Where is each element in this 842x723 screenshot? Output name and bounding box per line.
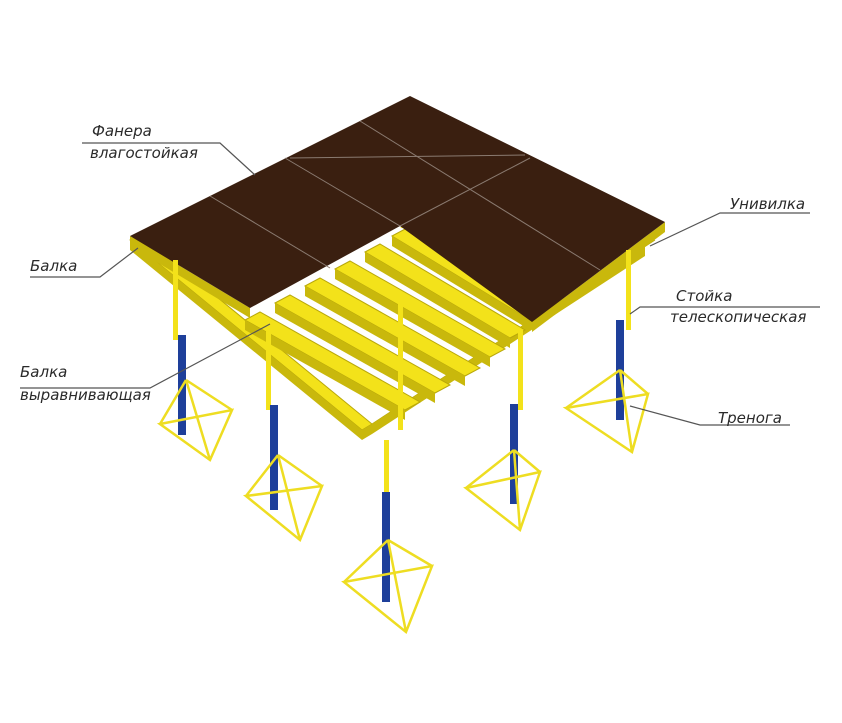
- leader-leveling-beam: [20, 323, 271, 389]
- beam: [245, 320, 405, 420]
- tripod: [463, 449, 542, 533]
- label-prop-line2: телескопическая: [670, 308, 807, 326]
- plywood-deck: [130, 96, 665, 332]
- tripod: [242, 453, 324, 543]
- leader-beam: [30, 247, 139, 278]
- telescopic-prop: [382, 440, 390, 602]
- beam: [305, 286, 465, 386]
- beam: [392, 236, 530, 330]
- tripod: [156, 378, 235, 462]
- tripods: [156, 368, 650, 635]
- leveling-beam: [130, 240, 362, 440]
- label-beam: Балка: [30, 257, 78, 275]
- label-leveling-beam-line1: Балка: [20, 363, 68, 381]
- leader-lines: [20, 142, 820, 426]
- beam: [365, 252, 510, 348]
- leader-prop: [629, 306, 820, 315]
- leader-fork-head: [649, 212, 810, 247]
- label-prop-line1: Стойка: [676, 287, 733, 305]
- telescopic-prop: [266, 330, 278, 510]
- plywood-seam: [289, 154, 526, 159]
- plywood-side-left: [130, 236, 250, 318]
- beam: [275, 303, 435, 403]
- label-leveling-beam-line2: выравнивающая: [20, 386, 151, 404]
- beam: [333, 260, 507, 358]
- leader-tripod: [629, 405, 790, 426]
- plywood-sheets: [130, 96, 665, 322]
- label-fork-head: Унивилка: [730, 195, 806, 213]
- plywood-seam: [359, 120, 601, 271]
- beam: [335, 269, 490, 367]
- plywood-side-right: [532, 222, 665, 332]
- plywood-seam: [399, 157, 531, 227]
- leader-plywood: [82, 142, 256, 176]
- telescopic-prop: [398, 300, 403, 430]
- tripod: [341, 538, 434, 635]
- label-plywood-line1: Фанера: [92, 122, 152, 140]
- label-plywood-line2: влагостойкая: [90, 144, 198, 162]
- tripod: [562, 368, 650, 454]
- plywood-seam: [209, 195, 331, 269]
- label-tripod: Тренога: [718, 409, 782, 427]
- plywood-seam: [284, 157, 401, 227]
